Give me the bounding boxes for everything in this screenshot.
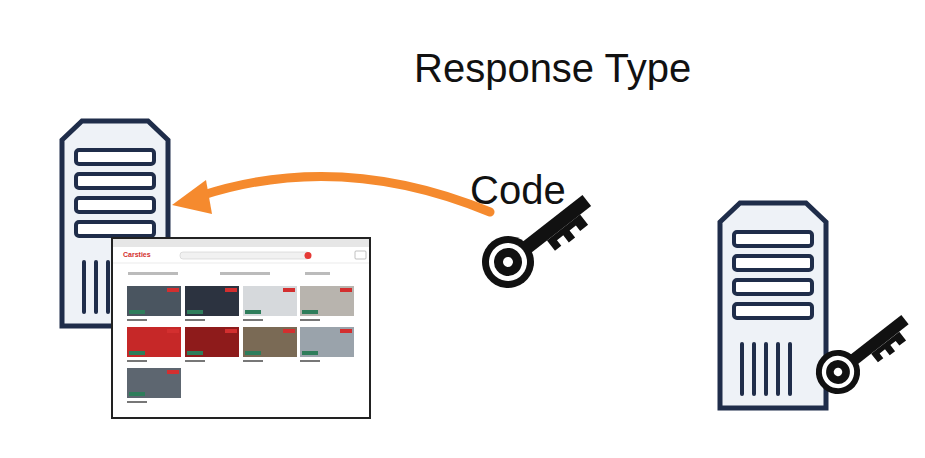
- key-icon: [807, 302, 919, 403]
- website-screenshot: [112, 238, 370, 418]
- server-icon: [720, 203, 826, 408]
- flow-arrow: [172, 176, 490, 214]
- site-name: Carsties: [123, 251, 152, 259]
- diagram-title: Response Type: [414, 46, 691, 91]
- key-label: Code: [470, 168, 566, 213]
